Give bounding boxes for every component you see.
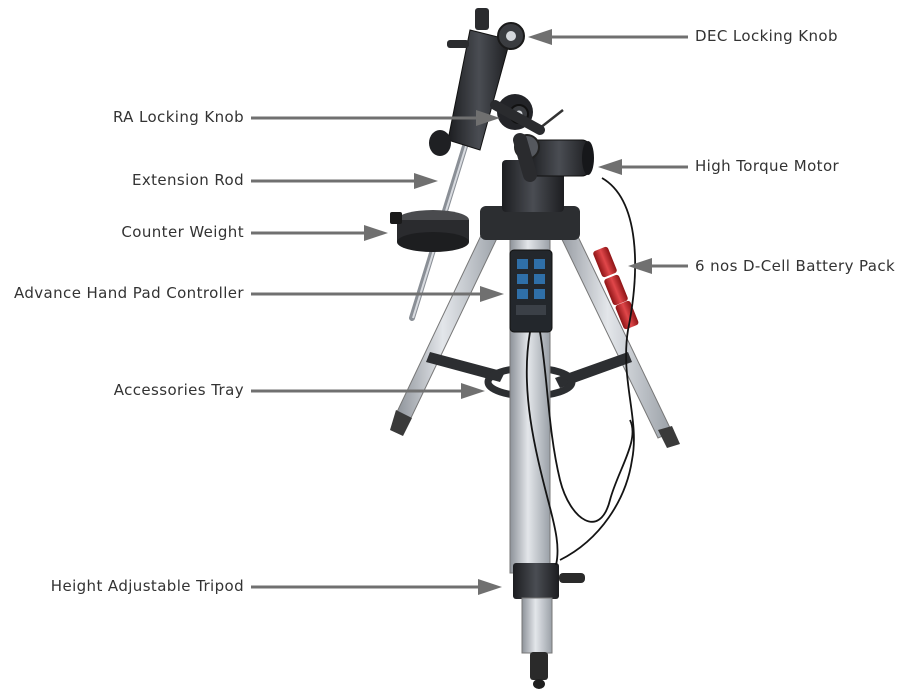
tripod-right-leg [554,219,673,439]
accessories-tray-bar-right [555,352,632,388]
hand-pad-button-1 [517,259,528,269]
hand-pad-button-3 [517,274,528,284]
counter-weight-screw [390,212,402,224]
hand-pad-button-2 [534,259,545,269]
dec-side-screw [447,40,469,48]
label-high-torque-motor: High Torque Motor [695,157,840,175]
label-extension-rod: Extension Rod [131,171,244,189]
arrow-icon [478,579,502,595]
hand-pad-button-4 [534,274,545,284]
clamp-knob [559,573,585,583]
label-counter-weight: Counter Weight [121,223,244,241]
accessories-tray-bar-left [426,352,505,382]
hand-pad-body [509,249,553,333]
arrow-icon [414,173,438,189]
battery-cell-2 [604,274,628,306]
tripod-right-foot [658,426,680,448]
controller-cable [539,331,634,523]
arrow-icon [528,29,552,45]
latitude-knob [429,130,451,156]
label-dec-locking-knob: DEC Locking Knob [695,27,838,45]
front-leg-foot-tip [533,679,545,689]
arrow-icon [598,159,622,175]
counter-weight-bottom [397,232,469,252]
label-hand-pad-controller: Advance Hand Pad Controller [13,284,244,302]
cables [525,177,636,566]
ra-axis-housing [447,29,511,151]
extension-rod-group [390,127,473,321]
dec-locking-knob-center [506,31,516,41]
mount-arm [490,100,545,135]
arrow-icon [476,110,500,126]
battery-cell-1 [593,246,617,278]
front-leg-foot [530,652,548,680]
slow-motion-rod [539,109,564,129]
arrow-icon [480,286,504,302]
arrow-icon [461,383,485,399]
hand-pad-button-6 [534,289,545,299]
equatorial-mount [429,8,594,182]
annotation-arrows [251,29,688,595]
motor-cable [559,177,636,561]
dec-head-top [475,8,489,30]
motor-end-cap [582,141,594,175]
hand-pad-panel [516,305,546,315]
tripod-head-block [480,206,580,240]
hand-pad-button-5 [517,289,528,299]
tripod-left-foot [390,410,412,436]
arrow-icon [364,225,388,241]
front-leg-lower [521,597,553,654]
front-leg-clamp [513,563,559,599]
hand-pad-controller [509,249,553,333]
label-ra-locking-knob: RA Locking Knob [112,108,244,126]
label-accessories-tray: Accessories Tray [113,381,244,399]
arrow-icon [628,258,652,274]
mount-neck [513,133,537,182]
label-height-tripod: Height Adjustable Tripod [50,577,244,595]
battery-cable [525,331,559,566]
label-battery-pack: 6 nos D-Cell Battery Pack [695,257,896,275]
tripod-legs [390,219,680,448]
